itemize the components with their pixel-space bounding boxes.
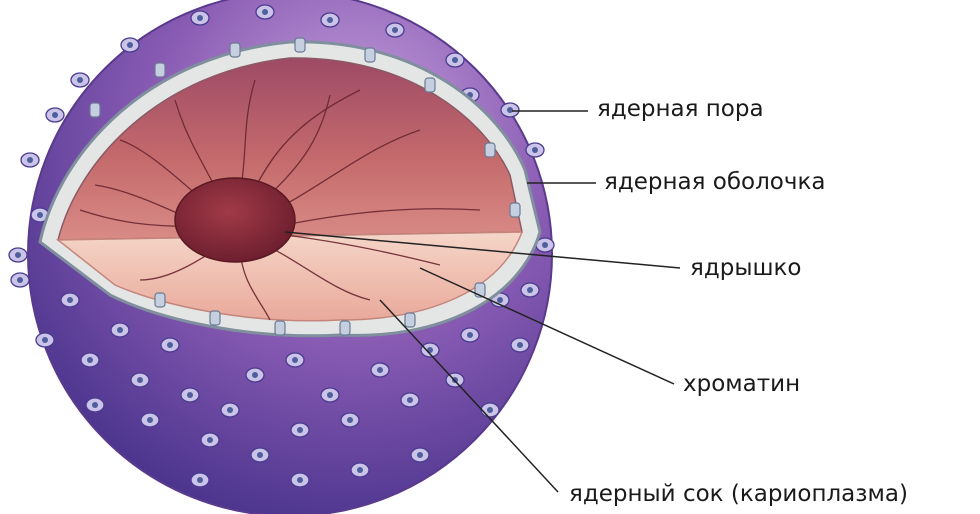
rim-pore [405, 313, 415, 327]
label-nuclear-pore: ядерная пора [597, 98, 764, 121]
rim-pore [155, 293, 165, 307]
pore-center [542, 242, 548, 248]
pore-center [127, 42, 133, 48]
pore-center [357, 467, 363, 473]
pore-center [292, 357, 298, 363]
pore-center [197, 477, 203, 483]
pore-center [117, 327, 123, 333]
rim-pore [485, 143, 495, 157]
pore-center [407, 397, 413, 403]
pore-center [467, 332, 473, 338]
pore-center [532, 147, 538, 153]
label-nuclear-sap: ядерный сок (кариоплазма) [569, 483, 908, 506]
pore-center [37, 212, 43, 218]
pore-center [497, 297, 503, 303]
pore-center [87, 357, 93, 363]
pore-center [262, 9, 268, 15]
rim-pore [90, 103, 100, 117]
label-nuclear-envelope: ядерная оболочка [604, 171, 825, 194]
pore-center [147, 417, 153, 423]
pore-center [347, 417, 353, 423]
rim-pore [425, 78, 435, 92]
label-nucleolus: ядрышко [690, 257, 802, 280]
pore-center [297, 427, 303, 433]
pore-center [527, 287, 533, 293]
pore-center [207, 437, 213, 443]
pore-center [507, 107, 513, 113]
pore-center [67, 297, 73, 303]
pore-center [77, 77, 83, 83]
pore-center [392, 27, 398, 33]
pore-center [327, 392, 333, 398]
pore-center [297, 477, 303, 483]
pore-center [257, 452, 263, 458]
pore-center [377, 367, 383, 373]
rim-pore [275, 321, 285, 335]
label-chromatin: хроматин [683, 373, 800, 396]
pore-center [187, 392, 193, 398]
pore-center [167, 342, 173, 348]
rim-pore [230, 43, 240, 57]
pore-center [327, 17, 333, 23]
pore-center [52, 112, 58, 118]
pore-center [227, 407, 233, 413]
pore-center [27, 157, 33, 163]
pore-center [17, 277, 23, 283]
pore-center [15, 252, 21, 258]
pore-center [517, 342, 523, 348]
pore-center [197, 15, 203, 21]
pore-center [252, 372, 258, 378]
rim-pore [295, 38, 305, 52]
pore-center [92, 402, 98, 408]
rim-pore [155, 63, 165, 77]
pore-center [452, 57, 458, 63]
nucleolus [175, 178, 295, 262]
rim-pore [365, 48, 375, 62]
rim-pore [510, 203, 520, 217]
pore-center [42, 337, 48, 343]
pore-center [487, 407, 493, 413]
pore-center [417, 452, 423, 458]
rim-pore [340, 321, 350, 335]
rim-pore [210, 311, 220, 325]
pore-center [137, 377, 143, 383]
